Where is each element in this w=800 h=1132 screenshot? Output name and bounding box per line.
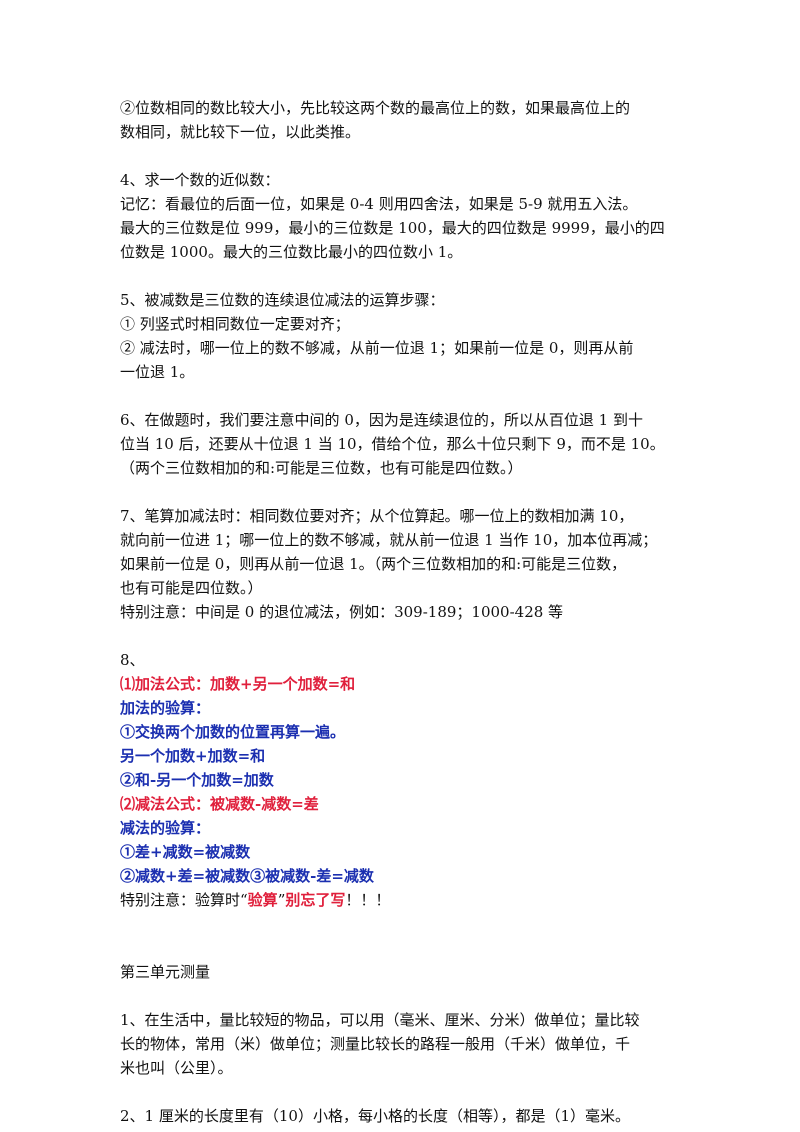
add-check-item: ②和-另一个加数=加数 xyxy=(120,771,274,789)
line: ② 减法时，哪一位上的数不够减，从前一位退 1；如果前一位是 0，则再从前 xyxy=(120,339,634,357)
line: 1、在生活中，量比较短的物品，可以用（毫米、厘米、分米）做单位；量比较 xyxy=(120,1011,640,1029)
section-4-title: 4、求一个数的近似数： xyxy=(120,171,280,189)
sub-formula: ⑵减法公式：被减数-减数=差 xyxy=(120,795,319,813)
line: 最大的三位数是位 999，最小的三位数是 100，最大的四位数是 9999，最小… xyxy=(120,219,665,237)
line: 2、1 厘米的长度里有（10）小格，每小格的长度（相等），都是（1）毫米。 xyxy=(120,1107,630,1125)
note-highlight: 验算 xyxy=(247,891,278,909)
note-highlight: 别忘了写 xyxy=(285,891,346,909)
line: 就向前一位进 1；哪一位上的数不够减，就从前一位退 1 当作 10，加本位再减； xyxy=(120,531,658,549)
document-page: ②位数相同的数比较大小，先比较这两个数的最高位上的数，如果最高位上的 数相同，就… xyxy=(120,96,690,1128)
line: 6、在做题时，我们要注意中间的 0，因为是连续退位的，所以从百位退 1 到十 xyxy=(120,411,643,429)
line: 长的物体，常用（米）做单位；测量比较长的路程一般用（千米）做单位，千 xyxy=(120,1035,631,1053)
line: 位当 10 后，还要从十位退 1 当 10，借给个位，那么十位只剩下 9，而不是… xyxy=(120,435,665,453)
add-formula: ⑴加法公式：加数+另一个加数=和 xyxy=(120,675,356,693)
line: 位数是 1000。最大的三位数比最小的四位数小 1。 xyxy=(120,243,463,261)
sub-check-item: ②减数+差=被减数③被减数-差=减数 xyxy=(120,867,374,885)
sub-check-title: 减法的验算： xyxy=(120,819,211,837)
special-note: 特别注意：验算时“验算”别忘了写！！！ xyxy=(120,888,690,912)
note-prefix: 特别注意：验算时“ xyxy=(120,891,248,909)
line: ②位数相同的数比较大小，先比较这两个数的最高位上的数，如果最高位上的 xyxy=(120,99,631,117)
sub-check-item: ①差+减数=被减数 xyxy=(120,843,251,861)
section-8-title: 8、 xyxy=(120,651,145,669)
line: ① 列竖式时相同数位一定要对齐； xyxy=(120,315,350,333)
add-check-item: 另一个加数+加数=和 xyxy=(120,747,266,765)
add-check-item: ①交换两个加数的位置再算一遍。 xyxy=(120,723,346,741)
line: 米也叫（公里）。 xyxy=(120,1059,233,1077)
note-suffix: ！！！ xyxy=(345,891,391,909)
line: 如果前一位是 0，则再从前一位退 1。（两个三位数相加的和:可能是三位数， xyxy=(120,555,627,573)
section-5-title: 5、被减数是三位数的连续退位减法的运算步骤： xyxy=(120,291,445,309)
line: 7、笔算加减法时：相同数位要对齐；从个位算起。哪一位上的数相加满 10， xyxy=(120,507,634,525)
line: 记忆：看最位的后面一位，如果是 0-4 则用四舍法，如果是 5-9 就用五入法。 xyxy=(120,195,638,213)
line: （两个三位数相加的和:可能是三位数，也有可能是四位数。） xyxy=(120,459,523,477)
line: 也有可能是四位数。） xyxy=(120,579,263,597)
line: 一位退 1。 xyxy=(120,363,195,381)
add-check-title: 加法的验算： xyxy=(120,699,211,717)
line: 数相同，就比较下一位，以此类推。 xyxy=(120,123,361,141)
unit-3-title: 第三单元测量 xyxy=(120,963,211,981)
line: 特别注意：中间是 0 的退位减法，例如：309-189；1000-428 等 xyxy=(120,603,564,621)
note-mid: ” xyxy=(277,891,286,909)
